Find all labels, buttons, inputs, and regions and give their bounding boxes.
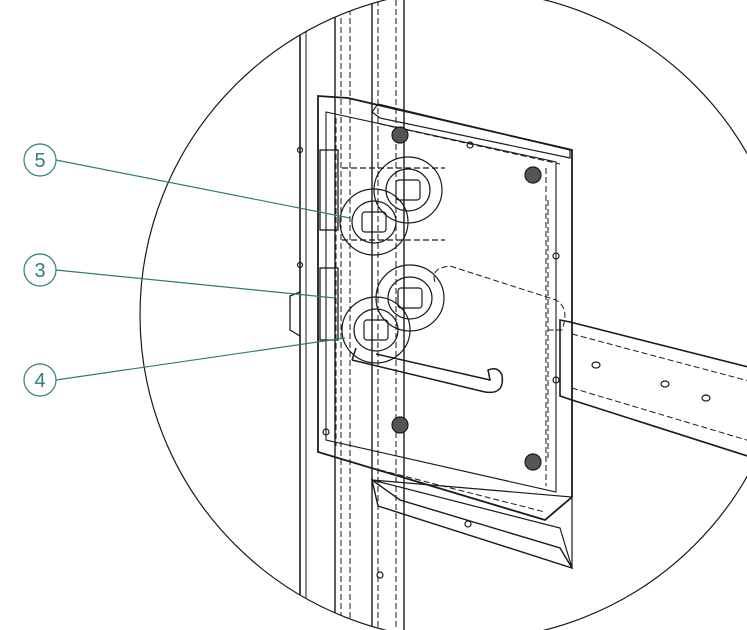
fasteners (296, 126, 560, 579)
callout-4: 4 (23, 337, 346, 397)
lock-box (289, 95, 574, 570)
callout-3-circle (23, 253, 57, 287)
callout-4-label: 4 (34, 370, 45, 392)
callout-5-label: 5 (34, 150, 45, 172)
strike-plate (559, 319, 747, 462)
callout-3: 3 (23, 253, 336, 299)
lower-cylinder-assembly (319, 264, 445, 364)
detail-circle (139, 0, 747, 630)
door-frame-profile (299, 0, 405, 630)
lever-handle (351, 265, 566, 394)
upper-cylinder-assembly (319, 149, 445, 256)
callout-5: 5 (23, 143, 351, 219)
callout-4-circle (23, 363, 57, 397)
callouts: 5 3 4 (23, 143, 351, 397)
callout-3-label: 3 (34, 260, 45, 282)
callout-5-circle (23, 143, 57, 177)
